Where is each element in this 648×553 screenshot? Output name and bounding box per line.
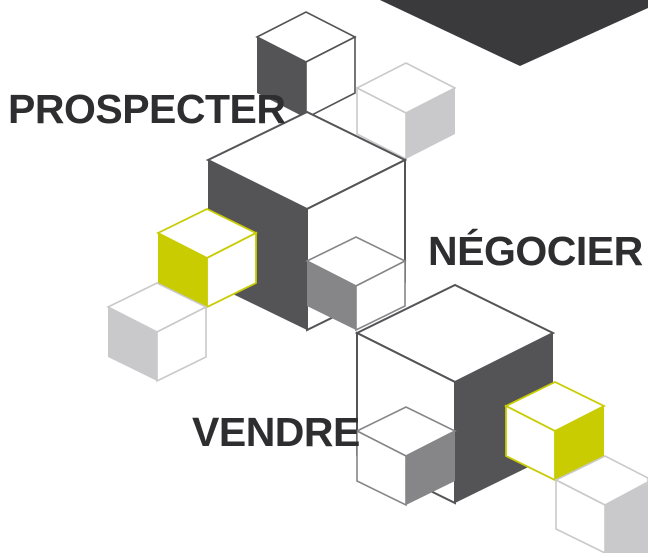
- top-dark-banner: [380, 0, 648, 66]
- label-vendre: VENDRE: [192, 409, 360, 455]
- label-prospecter: PROSPECTER: [8, 86, 286, 132]
- accent-cube-left: [155, 207, 259, 309]
- medium-cube-lower: [355, 406, 457, 507]
- light-cube-left: [106, 282, 208, 383]
- small-cube-top: [255, 11, 357, 120]
- light-cube-bottom-right: [554, 455, 648, 553]
- label-negocier: NÉGOCIER: [428, 228, 643, 274]
- medium-cube-inner: [305, 236, 407, 332]
- accent-cube-right: [503, 380, 607, 482]
